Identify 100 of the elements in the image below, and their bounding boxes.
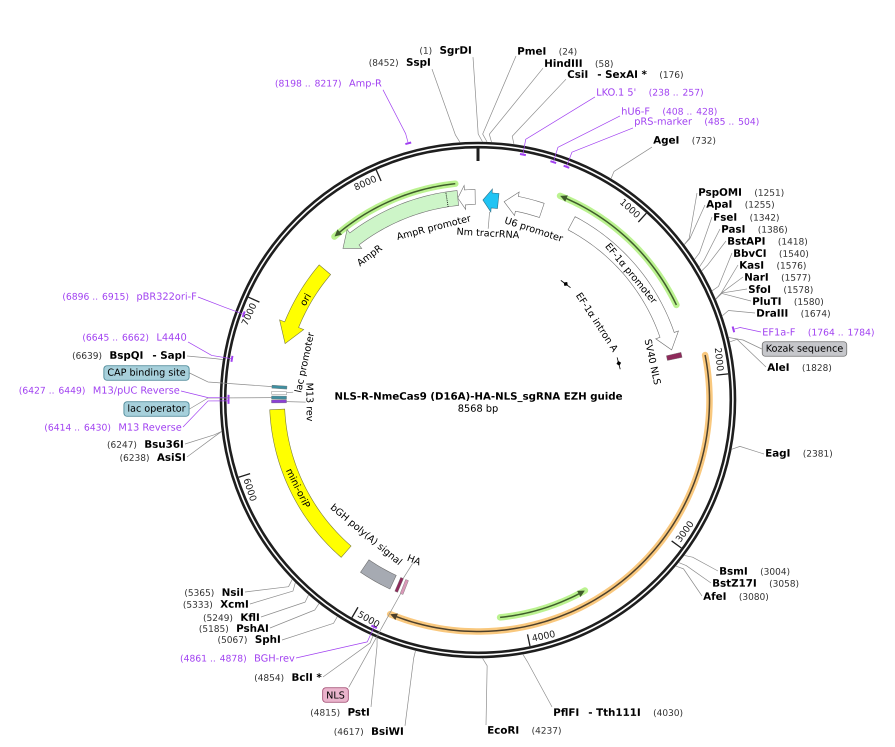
site-position: (5067) bbox=[218, 636, 247, 644]
enzyme-label: BspQI - SapI bbox=[110, 351, 185, 361]
enzyme-label: AgeI bbox=[653, 136, 678, 146]
enzyme-label: PmeI bbox=[518, 47, 546, 55]
enzyme-label: AsiSI bbox=[156, 453, 185, 461]
leader-line bbox=[722, 310, 756, 316]
primer-mark bbox=[371, 624, 378, 629]
enzyme-label: FseI bbox=[714, 213, 736, 221]
primer-mark bbox=[732, 326, 736, 333]
enzyme-label: SspI bbox=[406, 58, 430, 68]
leader-line bbox=[694, 216, 712, 260]
primer-label: M13 Reverse bbox=[119, 423, 182, 431]
primer-label: EF1a-F bbox=[763, 328, 795, 336]
primer-label: L4440 bbox=[157, 333, 186, 341]
site-position: (4815) bbox=[311, 708, 340, 717]
leader-line bbox=[250, 582, 296, 604]
enzyme-label: EcoRI bbox=[488, 726, 518, 734]
leader-line bbox=[432, 68, 460, 143]
leader-line bbox=[296, 627, 374, 658]
site-position: (6639) bbox=[72, 352, 102, 360]
primer-range: (8198 .. 8217) bbox=[276, 80, 341, 88]
site-position: (732) bbox=[692, 136, 716, 145]
site-position: (1674) bbox=[801, 310, 830, 318]
primer-range: (238 .. 257) bbox=[649, 88, 703, 97]
feature-mark bbox=[271, 400, 287, 404]
site-position: (1) bbox=[420, 46, 432, 55]
feature-mark bbox=[394, 577, 404, 593]
enzyme-label: AfeI bbox=[703, 592, 726, 600]
leader-line bbox=[482, 56, 516, 142]
feature-mark bbox=[271, 391, 287, 396]
enzyme-label: HindIII bbox=[545, 59, 582, 67]
enzyme-label: XcmI bbox=[220, 600, 248, 608]
leader-line bbox=[553, 116, 620, 162]
enzyme-label: PasI bbox=[722, 225, 744, 233]
feature-block bbox=[482, 188, 500, 213]
site-position: (4854) bbox=[254, 674, 284, 682]
primer-mark bbox=[230, 356, 234, 362]
leader-line bbox=[676, 566, 702, 596]
primer-label: Amp-R bbox=[349, 79, 382, 89]
site-position: (3080) bbox=[740, 593, 768, 602]
site-position: (1418) bbox=[778, 238, 807, 246]
leader-line bbox=[282, 616, 338, 640]
enzyme-label: SgrDI bbox=[440, 46, 471, 56]
primer-mark bbox=[563, 164, 570, 169]
enzyme-label: BbvCI bbox=[734, 249, 766, 257]
feature-tag: Kozak sequence bbox=[762, 341, 848, 357]
enzyme-label: PluTI bbox=[753, 297, 781, 305]
enzyme-label: KasI bbox=[740, 261, 764, 269]
site-position: (1576) bbox=[777, 262, 806, 270]
enzyme-label: EagI bbox=[766, 449, 790, 459]
leader-line bbox=[488, 212, 490, 230]
leader-line bbox=[260, 594, 309, 618]
enzyme-label: SfoI bbox=[748, 285, 770, 293]
primer-label: BGH-rev bbox=[255, 654, 295, 662]
leader-line bbox=[186, 431, 222, 458]
leader-line bbox=[184, 431, 222, 444]
feature-tag: CAP binding site bbox=[103, 365, 190, 381]
primer-mark bbox=[550, 160, 556, 164]
feature-tag: lac operator bbox=[124, 401, 190, 417]
leader-line bbox=[712, 252, 732, 292]
site-position: (6238) bbox=[120, 454, 149, 462]
site-position: (4030) bbox=[654, 709, 682, 718]
primer-range: (408 .. 428) bbox=[663, 108, 717, 116]
leader-line bbox=[270, 603, 320, 628]
site-position: (5333) bbox=[184, 600, 212, 609]
primer-label: pRS-marker bbox=[635, 117, 692, 127]
feature-mark bbox=[400, 579, 409, 595]
primer-mark bbox=[242, 311, 246, 318]
leader-line bbox=[198, 296, 244, 314]
site-position: (58) bbox=[596, 60, 613, 68]
leader-line bbox=[678, 562, 712, 584]
leader-line bbox=[488, 68, 544, 142]
scale-label: 2000 bbox=[714, 348, 724, 371]
leader-line bbox=[348, 593, 402, 688]
site-position: (8452) bbox=[370, 58, 398, 67]
enzyme-label: SphI bbox=[256, 635, 280, 645]
enzyme-label: KflI bbox=[241, 613, 259, 621]
map-title: NLS-R-NmeCas9 (D16A)-HA-NLS_sgRNA EZH guide bbox=[335, 392, 622, 402]
leader-line bbox=[370, 637, 378, 708]
primer-range: (6427 .. 6449) bbox=[20, 386, 85, 395]
site-position: (1578) bbox=[784, 286, 813, 294]
site-position: (5185) bbox=[200, 625, 228, 634]
leader-line bbox=[684, 192, 698, 245]
leader-line bbox=[286, 401, 306, 402]
primer-label: pBR322ori-F bbox=[137, 292, 196, 302]
leader-line bbox=[244, 579, 293, 592]
leader-line bbox=[482, 658, 488, 726]
leader-line bbox=[684, 555, 718, 572]
leader-line bbox=[715, 293, 752, 302]
primer-range: (6896 .. 6915) bbox=[63, 292, 128, 301]
site-position: (6247) bbox=[108, 440, 136, 449]
site-position: (3058) bbox=[770, 580, 798, 588]
scale-label: 4000 bbox=[532, 630, 555, 641]
leader-line bbox=[522, 654, 552, 708]
leader-line bbox=[402, 563, 413, 579]
site-position: (5365) bbox=[185, 589, 214, 598]
site-position: (4237) bbox=[532, 726, 561, 735]
leader-line bbox=[728, 337, 762, 350]
leader-line bbox=[734, 327, 762, 332]
leader-line bbox=[189, 397, 272, 410]
